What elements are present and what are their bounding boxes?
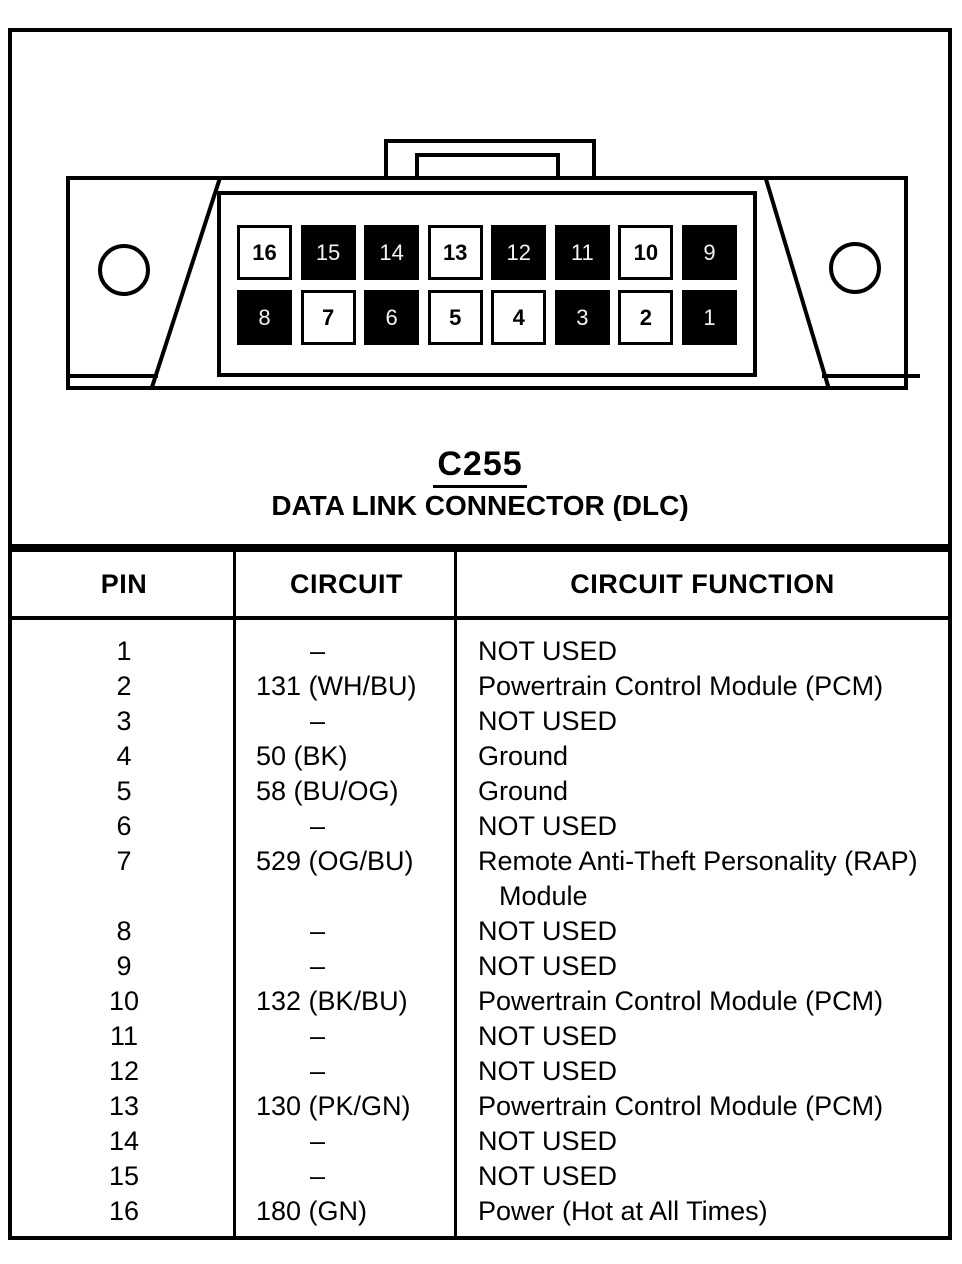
function-cell: NOT USED [478,951,618,981]
pin-9: 9 [681,225,737,280]
circuit-cell: 131 (WH/BU) [256,671,417,701]
circuit-cell: 130 (PK/GN) [256,1091,411,1121]
circuit-cell: – [310,811,326,841]
pin-cell: 15 [108,1161,140,1191]
header-circuit: CIRCUIT [290,568,403,599]
pin-3: 3 [554,290,610,345]
function-cell: Ground [478,741,569,771]
function-cell: NOT USED [478,706,618,736]
pin-cell: 4 [116,741,132,771]
function-cell: NOT USED [478,636,618,666]
pin-16: 16 [237,225,292,280]
column-divider-1 [233,552,236,1236]
circuit-cell: 529 (OG/BU) [256,846,414,876]
pin-4: 4 [491,290,547,345]
function-cell: NOT USED [478,1161,618,1191]
circuit-cell: 132 (BK/BU) [256,986,408,1016]
function-cell-line2: Module [499,881,588,911]
pin-cell: 16 [108,1196,140,1226]
circuit-cell: – [310,636,326,666]
pin-cell: 2 [116,671,132,701]
pin-cell: 3 [116,706,132,736]
circuit-cell: – [310,1126,326,1156]
right-mounting-hole [829,242,881,294]
function-cell: NOT USED [478,811,618,841]
table-header-row: PIN CIRCUIT CIRCUIT FUNCTION [12,552,948,620]
pin-13: 13 [427,225,483,280]
right-flange-lip-line [822,374,920,378]
circuit-cell: – [310,951,326,981]
pin-8: 8 [237,290,292,345]
function-cell: NOT USED [478,1056,618,1086]
function-cell: Remote Anti-Theft Personality (RAP)Modul… [457,844,948,914]
pin-10: 10 [618,225,674,280]
function-cell: Powertrain Control Module (PCM) [478,1091,884,1121]
circuit-cell: – [310,1021,326,1051]
pin-cell: 6 [116,811,132,841]
connector-body-outline [66,176,908,390]
pin-11: 11 [554,225,610,280]
left-mounting-hole [98,244,150,296]
circuit-cell: – [310,916,326,946]
pin-5: 5 [427,290,483,345]
connector-title: DATA LINK CONNECTOR (DLC) [271,490,689,521]
circuit-cell: 58 (BU/OG) [256,776,399,806]
pin-7: 7 [300,290,356,345]
pin-6: 6 [364,290,420,345]
circuit-cell: – [310,1161,326,1191]
connector-id: C255 [433,445,527,488]
function-cell: Powertrain Control Module (PCM) [478,671,884,701]
circuit-cell: – [310,706,326,736]
pin-12: 12 [491,225,547,280]
pin-cell: 8 [116,916,132,946]
pin-cell: 13 [108,1091,140,1121]
pin-cell: 7 [116,846,132,876]
function-cell: Power (Hot at All Times) [478,1196,768,1226]
function-cell: Powertrain Control Module (PCM) [478,986,884,1016]
function-cell: NOT USED [478,1126,618,1156]
pin-cell: 1 [116,636,132,666]
table-body: 1 – NOT USED 2 131 (WH/BU) Powertrain Control… [12,620,948,1236]
pin-cell: 5 [116,776,132,806]
circuit-cell: 180 (GN) [256,1196,368,1226]
header-pin: PIN [100,568,148,599]
pin-cell: 9 [116,951,132,981]
function-cell: Ground [478,776,569,806]
pin-15: 15 [300,225,356,280]
connector-id-caption: C255 [12,445,948,488]
function-cell: NOT USED [478,916,618,946]
pin-cell: 14 [108,1126,140,1156]
circuit-cell: 50 (BK) [256,741,348,771]
column-divider-2 [454,552,457,1236]
pin-cell: 11 [109,1021,139,1051]
function-cell: NOT USED [478,1021,618,1051]
pin-cell: 12 [108,1056,140,1086]
pin-2: 2 [618,290,674,345]
pin-14: 14 [364,225,420,280]
header-circuit-function: CIRCUIT FUNCTION [570,568,835,599]
pin-1: 1 [681,290,737,345]
circuit-cell: – [310,1056,326,1086]
pin-cell: 10 [108,986,140,1016]
left-flange-lip-line [66,374,158,378]
pinout-table: PIN CIRCUIT CIRCUIT FUNCTION 1 – NOT USED 2… [8,548,952,1240]
